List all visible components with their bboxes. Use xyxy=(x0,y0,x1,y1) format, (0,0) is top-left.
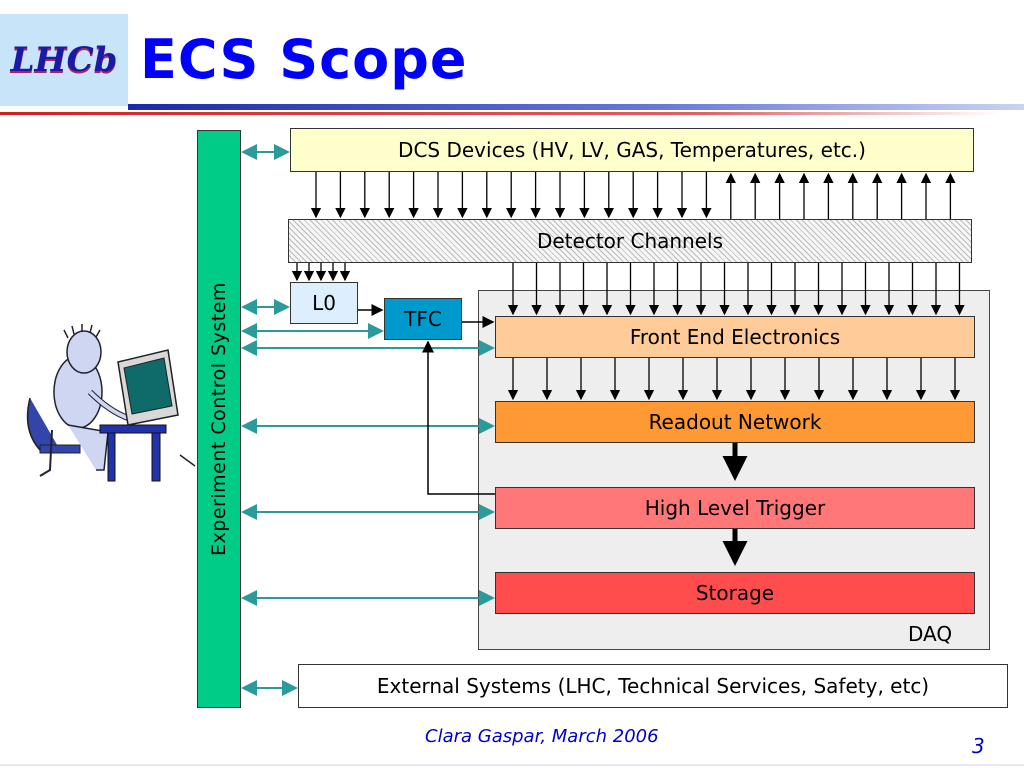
title-underline-accent xyxy=(0,112,1000,115)
daq-label: DAQ xyxy=(908,622,953,646)
front-end-label: Front End Electronics xyxy=(629,325,841,349)
bottom-rule xyxy=(0,764,1024,766)
page-title: ECS Scope xyxy=(140,28,468,91)
lhcb-logo: LHCb xyxy=(0,14,128,106)
hlt-to-tfc-arrow xyxy=(422,340,495,495)
l0-label: L0 xyxy=(312,291,336,315)
external-systems-label: External Systems (LHC, Technical Service… xyxy=(376,674,930,698)
readout-network-label: Readout Network xyxy=(648,410,822,434)
hlt-box: High Level Trigger xyxy=(495,487,975,529)
ecs-bar xyxy=(197,130,241,708)
tfc-box: TFC xyxy=(384,298,462,340)
logo-text: LHCb xyxy=(10,40,118,80)
detector-frontend-arrows xyxy=(507,263,965,316)
frontend-readout-arrows xyxy=(507,358,961,401)
front-end-box: Front End Electronics xyxy=(495,316,975,358)
readout-network-box: Readout Network xyxy=(495,401,975,443)
title-underline xyxy=(128,104,1024,110)
storage-label: Storage xyxy=(695,581,775,605)
hlt-label: High Level Trigger xyxy=(644,496,826,520)
dcs-devices-box: DCS Devices (HV, LV, GAS, Temperatures, … xyxy=(290,128,974,172)
dcs-detector-arrows xyxy=(310,172,956,219)
detector-channels-label: Detector Channels xyxy=(536,229,724,253)
tfc-label: TFC xyxy=(404,307,442,331)
footer-author: Clara Gaspar, March 2006 xyxy=(425,726,659,747)
l0-box: L0 xyxy=(290,282,358,324)
page-number: 3 xyxy=(972,734,985,758)
dcs-devices-label: DCS Devices (HV, LV, GAS, Temperatures, … xyxy=(398,138,866,162)
external-systems-box: External Systems (LHC, Technical Service… xyxy=(298,664,1008,708)
detector-l0-arrows xyxy=(291,263,351,282)
operator-illustration xyxy=(26,324,196,482)
storage-box: Storage xyxy=(495,572,975,614)
detector-channels-box: Detector Channels xyxy=(288,219,972,263)
